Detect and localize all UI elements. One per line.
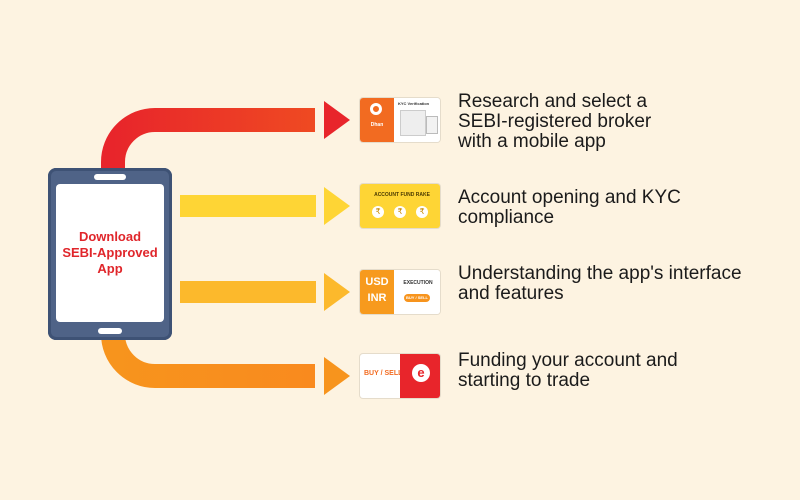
step-3-card-left: USD INR — [360, 270, 394, 314]
phone-speaker — [94, 174, 126, 180]
step-3-card-right: EXECUTION BUY / SELL — [394, 270, 440, 314]
step-1-card-left: Dhan — [360, 98, 394, 142]
connector-step-3 — [180, 281, 316, 303]
rupee-symbol: ₹ — [397, 207, 403, 216]
rupee-icon: ₹ — [394, 206, 406, 218]
logo-icon: e — [412, 364, 430, 382]
step-3-text: Understanding the app's interface and fe… — [458, 263, 742, 304]
phone-icon: Download SEBI-Approved App — [48, 168, 172, 340]
step-1-card-right: KYC Verification — [396, 98, 440, 142]
step-2-card-title: ACCOUNT FUND RAKE — [374, 192, 430, 198]
connector-step-2 — [180, 195, 316, 217]
step-4-card-right: e — [400, 354, 440, 398]
rupee-symbol: ₹ — [419, 207, 425, 216]
step-1-card: Dhan KYC Verification — [360, 98, 440, 142]
logo-icon — [370, 103, 382, 115]
step-1-text: Research and select a SEBI-registered br… — [458, 91, 652, 152]
currency-top: USD — [365, 276, 389, 288]
rupee-symbol: ₹ — [375, 207, 381, 216]
step-1-card-left-caption: Dhan — [370, 122, 384, 128]
buy-sell-label: BUY / SELL — [364, 370, 403, 377]
step-4-card: BUY / SELL e — [360, 354, 440, 398]
execution-title: EXECUTION — [403, 280, 433, 286]
document-icon — [400, 110, 426, 136]
document-icon — [426, 116, 438, 134]
step-2-card: ACCOUNT FUND RAKE ₹ ₹ ₹ — [360, 184, 440, 228]
step-1-card-right-title: KYC Verification — [398, 101, 430, 106]
step-3-card: USD INR EXECUTION BUY / SELL — [360, 270, 440, 314]
rupee-icon: ₹ — [416, 206, 428, 218]
connector-step-1 — [101, 108, 315, 168]
arrow-right-icon — [324, 357, 350, 395]
phone-screen: Download SEBI-Approved App — [56, 184, 164, 322]
step-2-text: Account opening and KYC compliance — [458, 187, 681, 228]
arrow-right-icon — [324, 101, 350, 139]
rupee-icon: ₹ — [372, 206, 384, 218]
logo-letter: e — [417, 365, 425, 380]
buy-sell-chip: BUY / SELL — [404, 294, 430, 302]
phone-home-button — [98, 328, 122, 334]
connector-step-4 — [101, 333, 315, 388]
step-4-text: Funding your account and starting to tra… — [458, 350, 678, 391]
arrow-right-icon — [324, 187, 350, 225]
arrow-right-icon — [324, 273, 350, 311]
currency-bottom: INR — [367, 292, 387, 304]
phone-label: Download SEBI-Approved App — [62, 229, 158, 276]
